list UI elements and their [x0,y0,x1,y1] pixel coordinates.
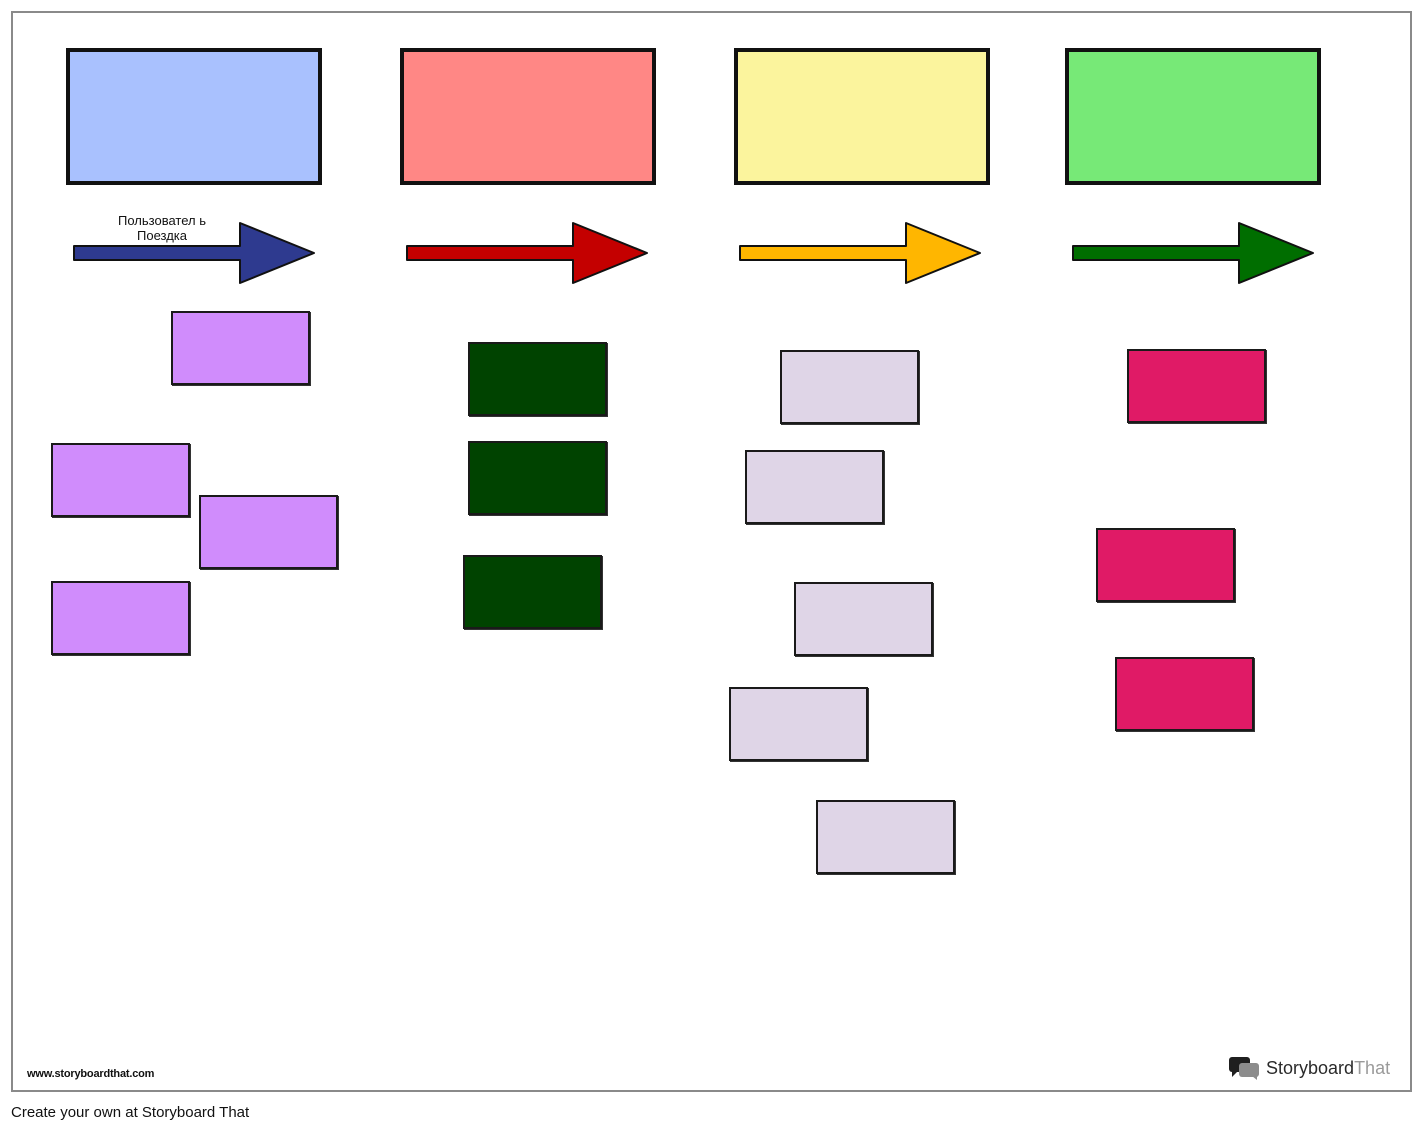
sticky-note [1127,349,1266,423]
arrow-shape-3 [739,222,981,284]
speech-bubbles-icon [1229,1057,1259,1080]
watermark-url[interactable]: www.storyboardthat.com [27,1068,155,1080]
sticky-note [468,441,607,515]
arrow-shape-4 [1072,222,1314,284]
storyboardthat-logo[interactable]: StoryboardThat [1228,1055,1390,1081]
stage-arrow-4 [1072,222,1314,284]
sticky-note [794,582,933,656]
sticky-note [468,342,607,416]
brand-name: StoryboardThat [1266,1058,1390,1079]
footer-cta[interactable]: Create your own at Storyboard That [11,1104,250,1121]
sticky-note [51,581,190,655]
brand-name-light: That [1354,1057,1391,1078]
sticky-note [816,800,955,874]
sticky-note [745,450,884,524]
sticky-note [780,350,919,424]
stage-header-box-4 [1065,48,1321,185]
stage-header-box-1 [66,48,322,185]
sticky-note [171,311,310,385]
stage-header-box-2 [400,48,656,185]
stage-arrow-1 [73,222,315,284]
sticky-note [199,495,338,569]
arrow-shape-2 [406,222,648,284]
sticky-note [729,687,868,761]
arrow-shape-1 [73,222,315,284]
brand-name-dark: Storyboard [1266,1057,1355,1078]
sticky-note [1115,657,1254,731]
sticky-note [463,555,602,629]
sticky-note [1096,528,1235,602]
arrow-label-1: Пользовател ь Поездка [118,213,206,243]
sticky-note [51,443,190,517]
stage-header-box-3 [734,48,990,185]
stage-arrow-3 [739,222,981,284]
stage-arrow-2 [406,222,648,284]
